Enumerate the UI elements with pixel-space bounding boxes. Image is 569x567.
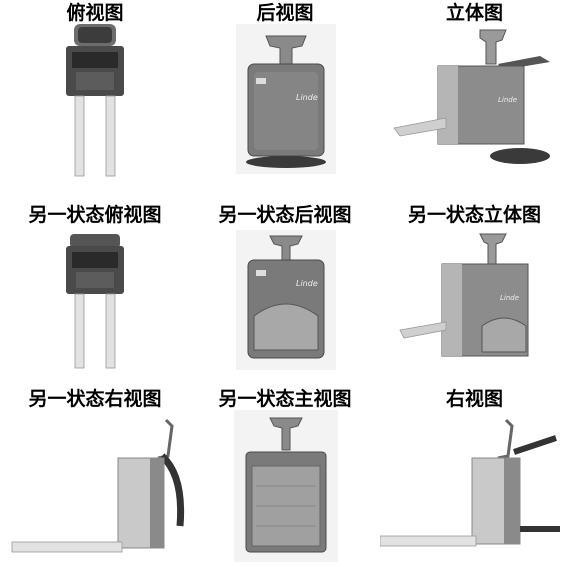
svg-text:Linde: Linde bbox=[500, 294, 519, 302]
cell-iso-view: 立体图 Linde bbox=[380, 0, 569, 190]
image-iso-view: Linde bbox=[390, 24, 560, 174]
image-rear-view: Linde bbox=[236, 24, 336, 174]
cell-alt-rear-view: 另一状态后视图 Linde bbox=[190, 190, 380, 380]
svg-text:Linde: Linde bbox=[498, 96, 517, 104]
image-alt-front-view bbox=[234, 410, 338, 562]
label-alt-iso-view: 另一状态立体图 bbox=[407, 204, 541, 226]
label-top-view: 俯视图 bbox=[66, 2, 124, 24]
image-alt-top-view bbox=[60, 232, 130, 370]
image-top-view bbox=[60, 22, 130, 177]
label-alt-top-view: 另一状态俯视图 bbox=[28, 204, 162, 226]
cell-alt-top-view: 另一状态俯视图 bbox=[0, 190, 190, 380]
cell-alt-iso-view: 另一状态立体图 Linde bbox=[380, 190, 569, 380]
label-iso-view: 立体图 bbox=[445, 2, 503, 24]
cell-alt-right-view: 另一状态右视图 bbox=[0, 380, 190, 567]
image-alt-rear-view: Linde bbox=[236, 230, 336, 370]
cell-alt-front-view: 另一状态主视图 bbox=[190, 380, 380, 567]
label-alt-rear-view: 另一状态后视图 bbox=[218, 204, 352, 226]
label-rear-view: 后视图 bbox=[256, 2, 314, 24]
cell-top-view: 俯视图 bbox=[0, 0, 190, 190]
cell-rear-view: 后视图 Linde bbox=[190, 0, 380, 190]
label-right-view: 右视图 bbox=[445, 388, 503, 410]
svg-text:Linde: Linde bbox=[296, 279, 318, 288]
brand-mark: Linde bbox=[296, 93, 318, 102]
label-alt-front-view: 另一状态主视图 bbox=[218, 388, 352, 410]
image-alt-right-view bbox=[8, 416, 188, 562]
image-right-view bbox=[380, 416, 566, 562]
label-alt-right-view: 另一状态右视图 bbox=[28, 388, 162, 410]
image-alt-iso-view: Linde bbox=[396, 230, 556, 370]
cell-right-view: 右视图 bbox=[380, 380, 569, 567]
